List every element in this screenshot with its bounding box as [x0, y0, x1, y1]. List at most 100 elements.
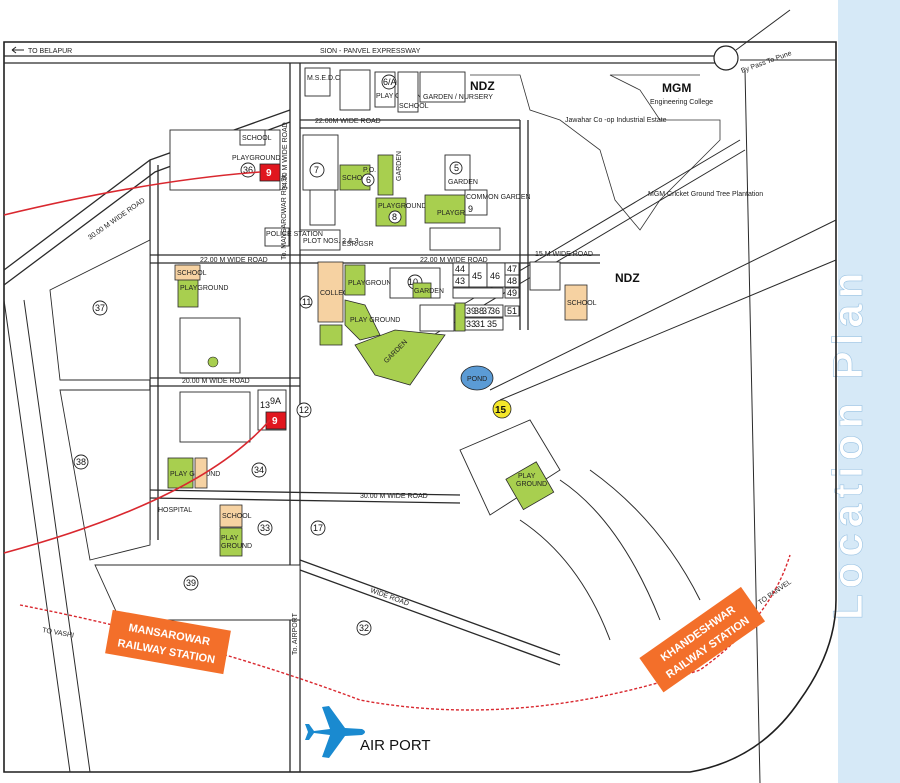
esr-label: ESR/GSR [342, 241, 374, 248]
playground-west-label: PLAYGROUND [180, 285, 229, 292]
pond-label: POND [467, 376, 487, 383]
college-label: COLLEGE [320, 290, 353, 297]
sector-39-block [94, 564, 301, 621]
wide-30m-road [149, 489, 461, 504]
wide-30m-left-label: 30.00 M WIDE ROAD [87, 197, 146, 242]
mansarowar-road [289, 63, 301, 772]
sector-44-label: 44 [455, 264, 465, 274]
sector-51-label: 51 [507, 306, 517, 316]
msedc-label: M.S.E.D.C [307, 75, 340, 82]
po-label: P.O. [363, 167, 376, 174]
play-sw-label-a: PLAY [221, 535, 239, 542]
sector-13-label: 13 [260, 400, 270, 410]
school-right-label: SCHOOL [567, 300, 597, 307]
mgm-cricket-label: MGM Cricket Ground Tree Plantation [648, 191, 763, 198]
sector-43-label: 43 [455, 276, 465, 286]
sector-9-mid-label: 9 [272, 416, 278, 427]
sector-11-label: 11 [302, 297, 311, 307]
wide-22m-mid-road [150, 254, 600, 264]
to-panvel-label: TO PANVEL [757, 579, 793, 607]
ndz-top-label: NDZ [470, 79, 495, 93]
school-west-label: SCHOOL [177, 270, 207, 277]
sector-36b-label: 36 [490, 306, 500, 316]
sector-45-label: 45 [472, 271, 482, 281]
wide-22m-top-road [300, 119, 520, 129]
playground-11-label: PLAYGROUND [348, 280, 397, 287]
play-15-label-b: GROUND [516, 481, 547, 488]
plot-no-label: PLOT NOS. 2 & 3 [303, 238, 359, 245]
wide-15m-label: 15 M WIDE ROAD [535, 251, 593, 258]
expressway-label: SION - PANVEL EXPRESSWAY [320, 48, 421, 55]
wide-22m-center-label: 22.00 M WIDE ROAD [420, 257, 488, 264]
school-6-label: SCHOOL [342, 175, 372, 182]
sector-5-label: 5 [454, 163, 459, 173]
airport-label: AIR PORT [360, 737, 431, 754]
e-diagonal [489, 219, 837, 401]
garden-central [354, 329, 446, 386]
sector-38b-label: 38 [474, 306, 484, 316]
airport-plane-icon [305, 706, 365, 758]
ditto-ground-label: PLAY GROUND [350, 317, 400, 324]
sector-9-mid-marker [265, 411, 287, 430]
sector-6-label: 6 [366, 175, 371, 185]
sector-49-label: 49 [507, 288, 517, 298]
sector-34-label: 34 [254, 465, 264, 475]
location-plan-title: Location Plan [824, 267, 871, 620]
common-garden-label: COMMON GARDEN [466, 194, 531, 201]
playground-8-label: PLAYGROUND [378, 203, 427, 210]
bypass-roads [735, 9, 836, 783]
wide-22m-mid-label: 22.00 M WIDE ROAD [200, 257, 268, 264]
school-small-label: SCHOOL [242, 135, 272, 142]
sector-38-label: 38 [76, 457, 86, 467]
garden-nursery-label: GARDEN / NURSERY [423, 94, 493, 101]
playground-small-label: PLAYGROUND [232, 155, 281, 162]
to-belapur-arrow [11, 46, 24, 54]
map-border [3, 41, 837, 773]
sector-9-top-label: 9 [266, 168, 272, 179]
wide-22m-top-label: 22.00M WIDE ROAD [315, 118, 381, 125]
roundabout [713, 45, 739, 71]
school-north-label: SCHOOL [399, 103, 429, 110]
mansarowar-station-banner: MANSAROWAR RAILWAY STATION [105, 609, 231, 675]
diag-wide-road [299, 559, 561, 666]
mgm-college-label: Engineering College [650, 99, 713, 106]
right-vertical-road [519, 120, 529, 330]
sector-15-label: 15 [495, 405, 507, 416]
police-station-label: POLICE STATION [266, 231, 323, 238]
sector-6a-label: 6/A [383, 77, 397, 87]
sector-9-small-label: 9 [468, 204, 473, 214]
rail-arc-top [3, 171, 261, 216]
sector-8-label: 8 [392, 212, 397, 222]
sector-35-label: 35 [487, 319, 497, 329]
garden-6-label: GARDEN [396, 151, 403, 181]
wide-20m-road [150, 377, 300, 387]
khandeshwar-station-banner: KHANDESHWAR RAILWAY STATION [639, 586, 766, 693]
pond [460, 365, 494, 391]
playground-9-label: PLAYGROUND [437, 210, 486, 217]
sector-47-label: 47 [507, 264, 517, 274]
mansarowar-road-label: To. MANSAROWAR Rly. St. [281, 173, 288, 260]
wide-20m-label: 20.00 M WIDE ROAD [182, 378, 250, 385]
bypass-pune-label: By Pass To Pune [740, 50, 792, 75]
mgm-label: MGM [662, 81, 691, 95]
sector-36-label: 36 [243, 165, 253, 175]
hospital-label: HOSPITAL [158, 507, 192, 514]
sector-15-marker [492, 399, 512, 419]
sector-37-label: 37 [95, 303, 105, 313]
ndz-right-label: NDZ [615, 271, 640, 285]
sector-48-label: 48 [507, 276, 517, 286]
sector-33-label: 33 [260, 523, 270, 533]
sector-46-label: 46 [490, 271, 500, 281]
sector-33b-label: 33 [466, 319, 476, 329]
sector-12-label: 12 [299, 405, 309, 415]
sector-39-label: 39 [186, 578, 196, 588]
sector-17-label: 17 [313, 523, 323, 533]
play-15-label-a: PLAY [518, 473, 536, 480]
sector-39b-label: 39 [466, 306, 476, 316]
garden-5-label: GARDEN [448, 179, 478, 186]
to-airport-label: To. AIRPORT [292, 612, 299, 655]
sector-38-block [59, 389, 151, 561]
sector-7-block [302, 134, 339, 191]
